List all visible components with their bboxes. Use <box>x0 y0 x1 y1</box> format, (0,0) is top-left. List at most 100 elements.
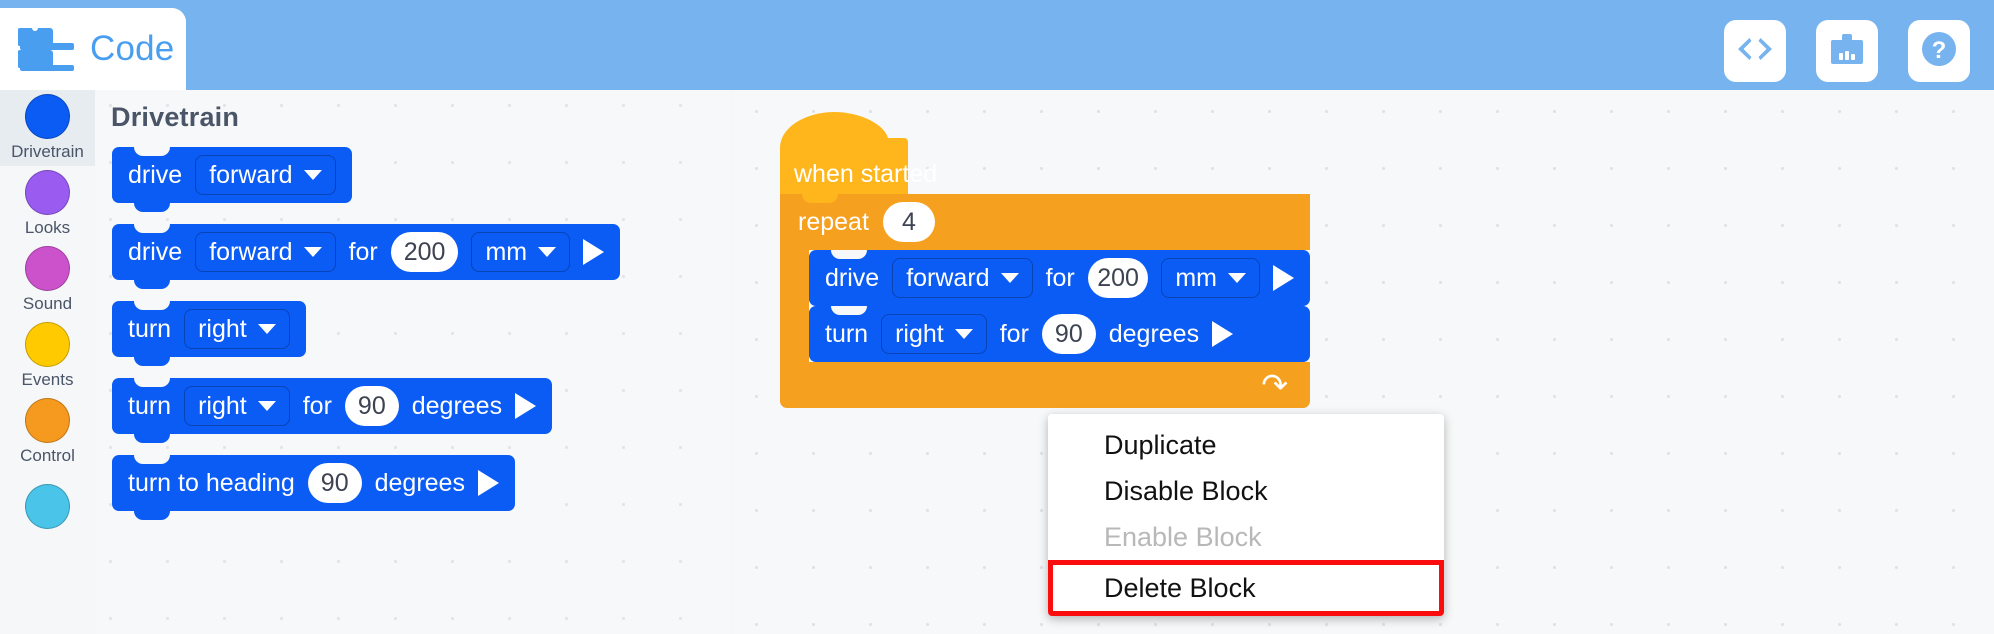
category-dot-icon <box>25 398 70 443</box>
play-icon[interactable] <box>515 393 537 419</box>
block-label: turn <box>128 391 172 420</box>
context-menu-item-duplicate[interactable]: Duplicate <box>1104 429 1217 460</box>
block-number-input[interactable]: 200 <box>1087 258 1149 298</box>
chevron-down-icon <box>1000 273 1019 283</box>
dropdown-value: right <box>198 391 247 420</box>
chevron-down-icon <box>303 247 322 257</box>
block-number-input[interactable]: 200 <box>390 232 459 272</box>
notch <box>134 434 170 443</box>
palette-title: Drivetrain <box>111 102 240 132</box>
palette-block-turn-for-degrees[interactable]: turn right for 90 degrees <box>112 378 553 443</box>
block-label: drive <box>825 263 880 292</box>
block-label: drive <box>128 160 183 189</box>
dropdown-value: right <box>895 319 944 348</box>
sidebar-item-label: Control <box>20 446 75 465</box>
loop-body-slot: drive forward for 200 mm turn right for 90 degree… <box>809 250 1310 362</box>
sidebar-item-control[interactable]: Control <box>0 394 95 470</box>
help-button[interactable]: ? <box>1908 20 1970 82</box>
app-header: Code <box>0 0 1994 90</box>
block-number-input[interactable]: 90 <box>307 463 362 503</box>
block-dropdown[interactable]: right <box>184 386 290 426</box>
notch <box>134 357 170 366</box>
question-mark-icon: ? <box>1919 29 1959 74</box>
notch <box>134 378 170 387</box>
block-label: degrees <box>411 391 503 420</box>
notch <box>831 306 867 315</box>
dropdown-value: forward <box>906 263 990 292</box>
play-icon[interactable] <box>1212 321 1234 347</box>
sidebar-item-drivetrain[interactable]: Drivetrain <box>0 90 95 166</box>
block-dropdown[interactable]: mm <box>1161 258 1260 298</box>
repeat-block-footer[interactable]: ↷ <box>780 362 1310 408</box>
notch <box>831 250 867 259</box>
block-label: for <box>302 391 332 420</box>
code-workspace[interactable]: when started repeat 4 drive forward for 200… <box>735 90 1994 634</box>
when-started-block[interactable]: when started <box>780 112 937 202</box>
context-menu-item-disable-block[interactable]: Disable Block <box>1104 475 1268 506</box>
block-number-input[interactable]: 90 <box>344 386 399 426</box>
workspace-block-ws-turn[interactable]: turn right for 90 degrees <box>809 306 1310 362</box>
category-dot-icon <box>25 322 70 367</box>
notch <box>134 301 170 310</box>
repeat-block[interactable]: repeat 4 drive forward for 200 mm turn right fo… <box>780 194 1310 408</box>
view-code-button[interactable] <box>1724 20 1786 82</box>
block-label: turn to heading <box>128 468 295 497</box>
notch <box>134 280 170 289</box>
dropdown-value: mm <box>1175 263 1217 292</box>
repeat-block-header[interactable]: repeat 4 <box>780 194 1310 250</box>
repeat-body: drive forward for 200 mm turn right for 90 degree… <box>780 250 1310 362</box>
notch <box>134 511 170 520</box>
chevron-down-icon <box>257 401 276 411</box>
sidebar-item-sound[interactable]: Sound <box>0 242 95 318</box>
block-label: turn <box>825 319 869 348</box>
play-icon[interactable] <box>583 239 605 265</box>
dropdown-value: right <box>198 314 247 343</box>
svg-text:?: ? <box>1932 37 1947 64</box>
notch <box>134 224 170 233</box>
repeat-label: repeat <box>798 207 869 236</box>
block-label: degrees <box>1108 319 1200 348</box>
block-dropdown[interactable]: forward <box>195 232 336 272</box>
app-title: Code <box>90 29 175 68</box>
category-dot-icon <box>25 94 70 139</box>
block-dropdown[interactable]: forward <box>892 258 1033 298</box>
block-dropdown[interactable]: right <box>184 309 290 349</box>
chevron-down-icon <box>303 170 322 180</box>
context-menu-item-delete-block[interactable]: Delete Block <box>1048 560 1444 616</box>
notch <box>134 147 170 156</box>
block-dropdown[interactable]: mm <box>471 232 571 272</box>
category-dot-icon <box>25 246 70 291</box>
block-label: for <box>348 237 378 266</box>
play-icon[interactable] <box>477 470 499 496</box>
code-logo-tab[interactable]: Code <box>0 8 186 90</box>
sidebar-item-label: Looks <box>24 218 71 237</box>
notch <box>134 455 170 464</box>
sidebar-item-label: Sound <box>22 294 73 313</box>
category-dot-icon <box>25 170 70 215</box>
palette-block-drive-direction[interactable]: drive forward <box>112 147 352 212</box>
play-icon[interactable] <box>1273 265 1294 291</box>
block-dropdown[interactable]: right <box>881 314 987 354</box>
c-block-arm <box>780 250 809 362</box>
sidebar-item-more[interactable] <box>0 470 95 546</box>
chevron-down-icon <box>954 329 973 339</box>
notch <box>802 194 838 203</box>
sidebar-item-events[interactable]: Events <box>0 318 95 394</box>
repeat-count-input[interactable]: 4 <box>882 202 935 242</box>
dashboard-button[interactable] <box>1816 20 1878 82</box>
loop-arrow-icon: ↷ <box>1261 367 1288 403</box>
block-label: for <box>999 319 1029 348</box>
sidebar-item-looks[interactable]: Looks <box>0 166 95 242</box>
dropdown-value: forward <box>209 160 293 189</box>
notch <box>134 203 170 212</box>
dropdown-value: mm <box>485 237 528 266</box>
chevron-down-icon <box>538 247 557 257</box>
block-dropdown[interactable]: forward <box>195 155 336 195</box>
block-number-input[interactable]: 90 <box>1041 314 1096 354</box>
